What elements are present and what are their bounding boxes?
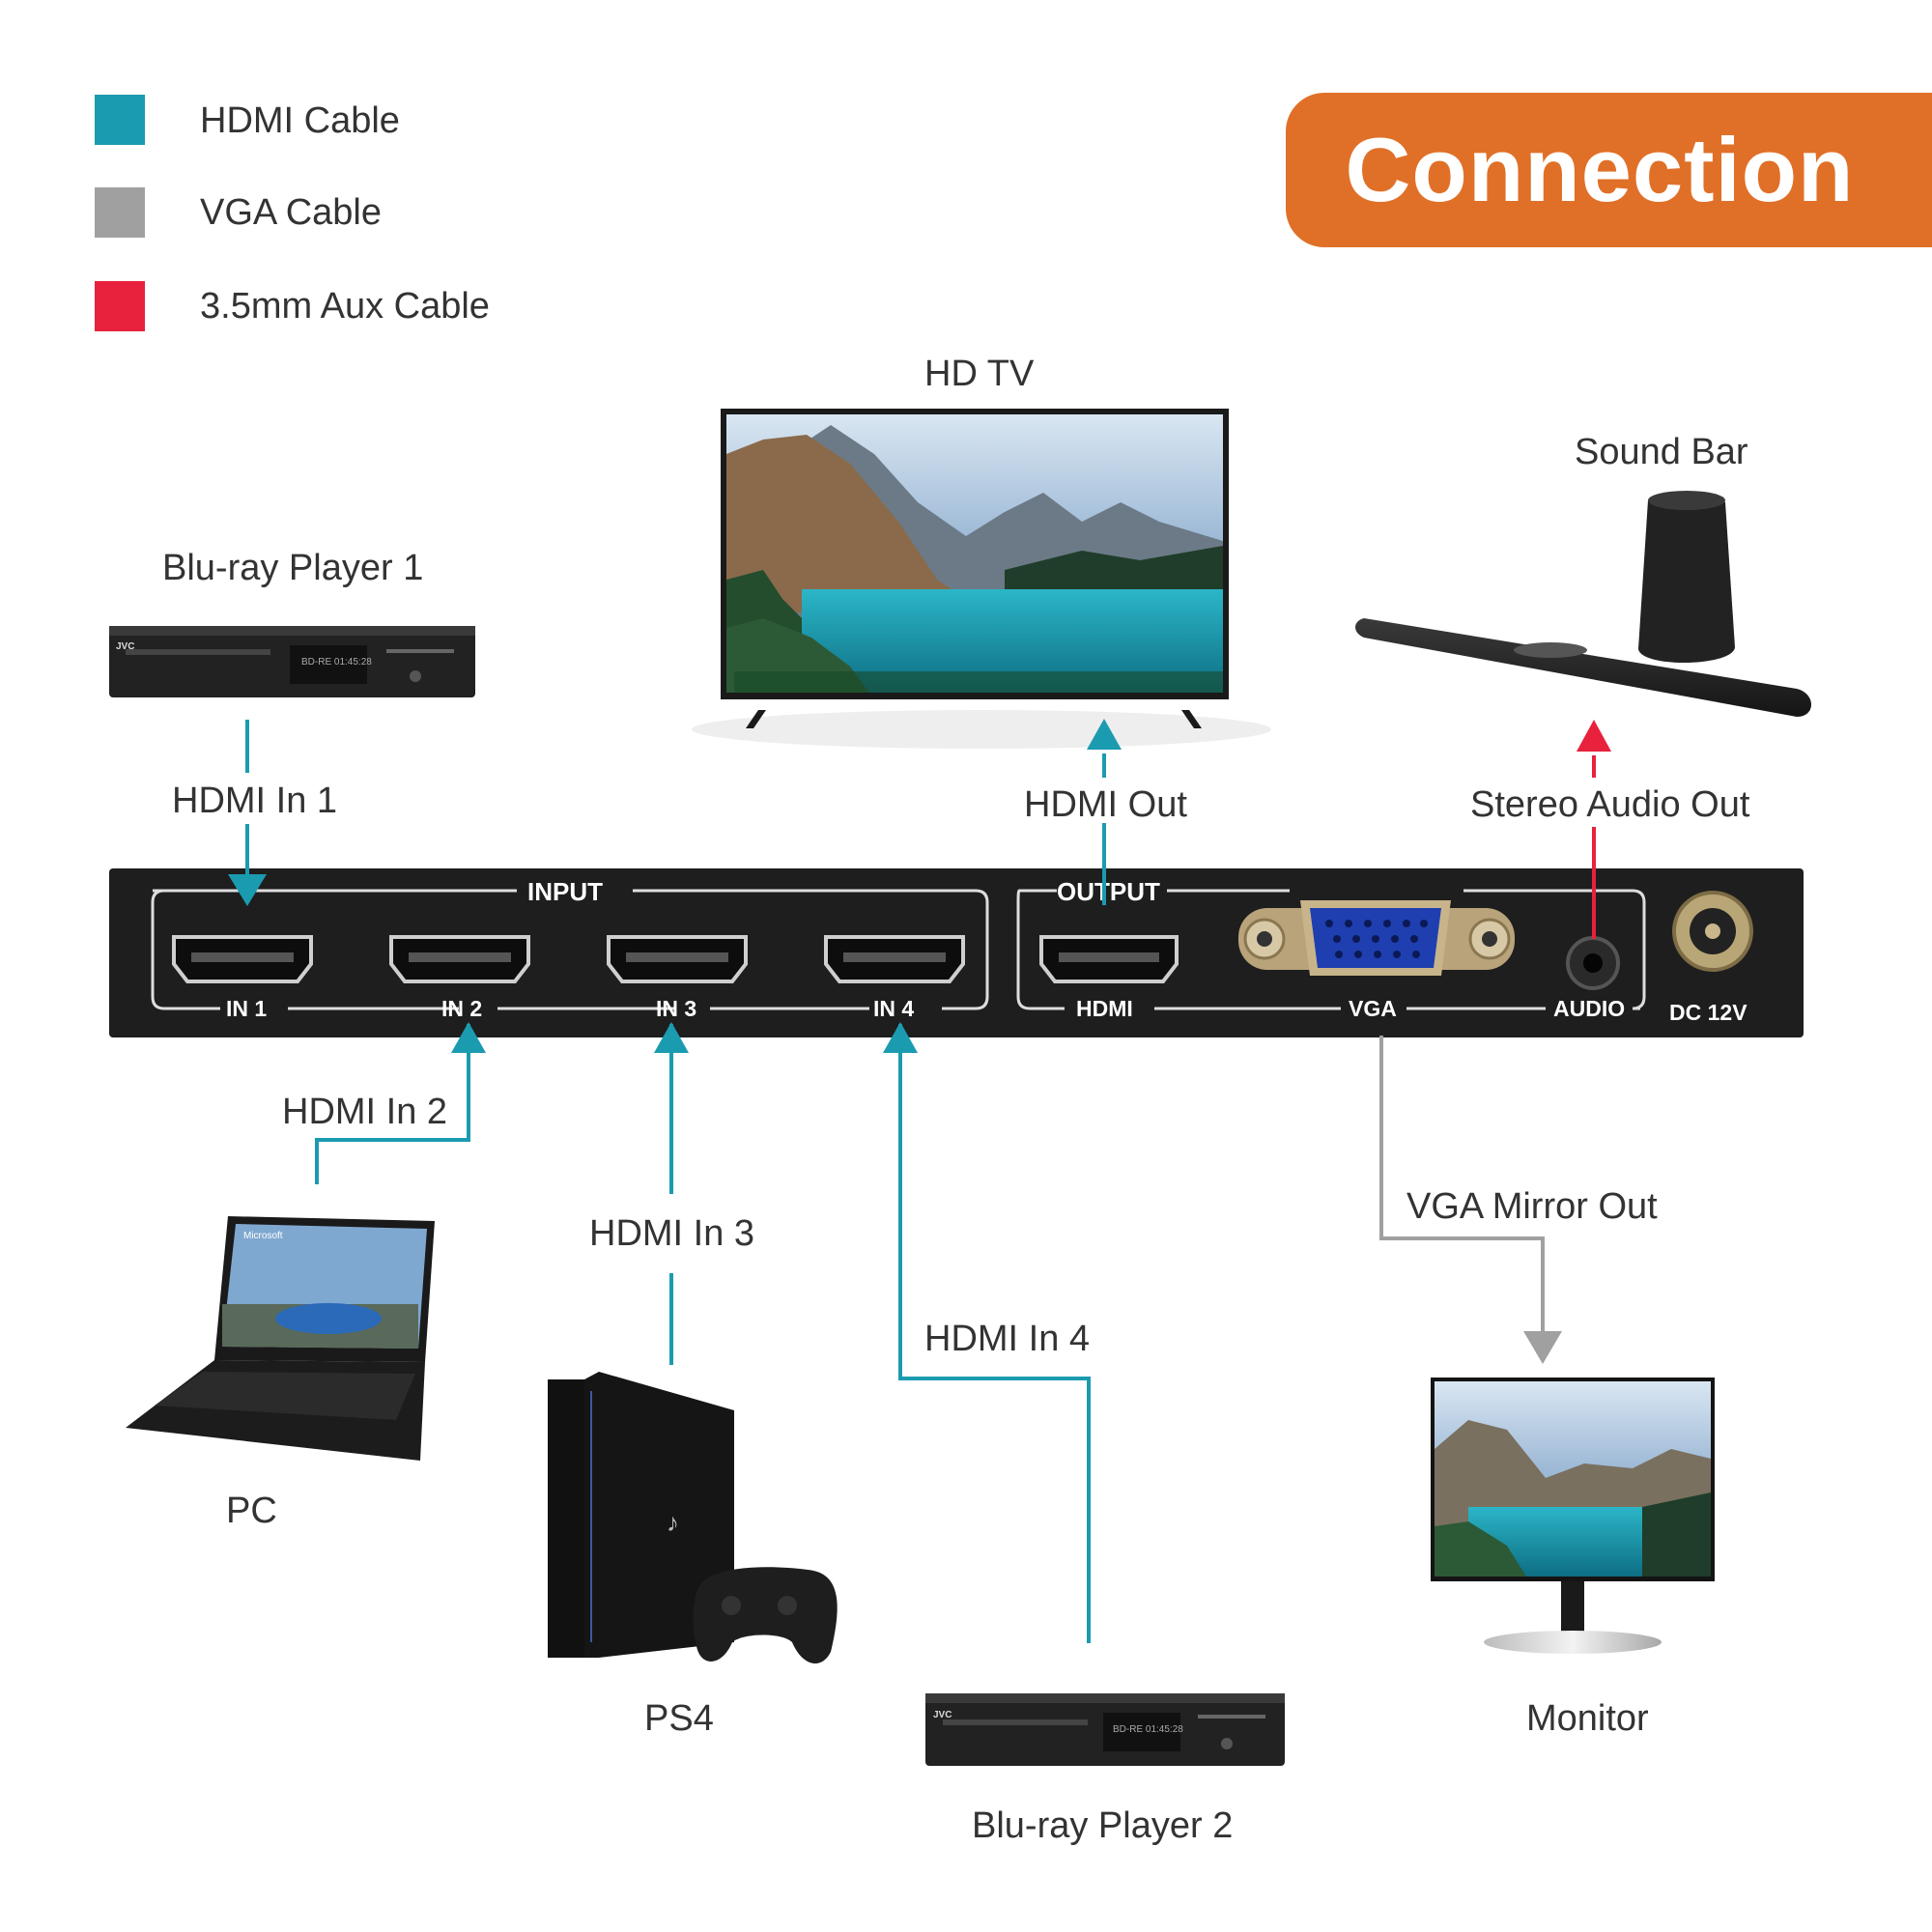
- vga-port: [1238, 900, 1515, 976]
- title-banner: Connection: [1286, 93, 1932, 247]
- bluray1-label: Blu-ray Player 1: [162, 548, 424, 588]
- hdmi-in-4-port: [824, 935, 965, 983]
- svg-text:Microsoft: Microsoft: [243, 1231, 283, 1241]
- pc-image: Microsoft: [126, 1216, 435, 1461]
- stereo-audio-out-label: Stereo Audio Out: [1470, 784, 1750, 825]
- bluray2-display: BD-RE 01:45:28: [1113, 1724, 1183, 1735]
- port-label-hdmi: HDMI: [1076, 996, 1133, 1021]
- bluray1-image: JVC BD-RE 01:45:28: [109, 626, 475, 697]
- input-label: INPUT: [527, 877, 603, 906]
- vga-legend-label: VGA Cable: [200, 192, 382, 233]
- output-label: OUTPUT: [1057, 877, 1160, 906]
- svg-text:JVC: JVC: [933, 1710, 952, 1720]
- page-title: Connection: [1345, 119, 1855, 220]
- hdmi-in-3-port: [607, 935, 748, 983]
- svg-text:JVC: JVC: [116, 641, 134, 652]
- vga-mirror-cable: [1379, 1036, 1545, 1333]
- port-label-in2: IN 2: [441, 996, 482, 1021]
- vga-legend-swatch: [95, 187, 145, 238]
- hdtv-label: HD TV: [924, 354, 1035, 394]
- hdmi-in-1-port: [172, 935, 313, 983]
- aux-legend-label: 3.5mm Aux Cable: [200, 286, 490, 327]
- hdmi-legend-label: HDMI Cable: [200, 100, 400, 141]
- hdmi-out-label: HDMI Out: [1024, 784, 1187, 825]
- ps4-label: PS4: [644, 1698, 714, 1739]
- aux-legend-swatch: [95, 281, 145, 331]
- audio-jack: [1566, 936, 1620, 990]
- hdmi-in-2-cable: [315, 1024, 470, 1184]
- hdmi-in-3-arrow: [654, 1022, 689, 1053]
- dc-power-jack: [1672, 891, 1753, 972]
- hdmi-in-2-label: HDMI In 2: [282, 1092, 448, 1132]
- hdmi-in-4-arrow: [883, 1022, 918, 1053]
- vga-mirror-arrow: [1523, 1331, 1562, 1364]
- port-label-dc: DC 12V: [1669, 1000, 1747, 1025]
- audio-out-arrow: [1577, 720, 1611, 752]
- vga-mirror-out-label: VGA Mirror Out: [1406, 1186, 1658, 1227]
- bluray2-label: Blu-ray Player 2: [972, 1805, 1234, 1846]
- svg-text:♪: ♪: [667, 1508, 679, 1537]
- monitor-image: [1431, 1378, 1715, 1654]
- hdmi-in-4-label: HDMI In 4: [924, 1319, 1091, 1359]
- hdmi-switch: INPUT OUTPUT: [109, 868, 1804, 1037]
- port-label-in3: IN 3: [656, 996, 696, 1021]
- port-label-vga: VGA: [1349, 996, 1397, 1021]
- hdmi-legend-swatch: [95, 95, 145, 145]
- monitor-label: Monitor: [1526, 1698, 1649, 1739]
- hdmi-out-arrow: [1087, 719, 1122, 750]
- hdmi-out-port: [1039, 935, 1179, 983]
- bluray1-display: BD-RE 01:45:28: [301, 657, 372, 668]
- hdmi-in-3-label: HDMI In 3: [589, 1213, 755, 1254]
- soundbar-image: [1355, 491, 1811, 717]
- hdmi-in-2-port: [389, 935, 530, 983]
- hdmi-in-4-cable: [898, 1024, 1091, 1643]
- soundbar-label: Sound Bar: [1575, 432, 1748, 472]
- hdmi-in-1-arrow: [228, 874, 267, 906]
- hdmi-in-2-arrow: [451, 1022, 486, 1053]
- hdmi-in-1-label: HDMI In 1: [172, 781, 338, 821]
- ps4-image: ♪: [548, 1372, 838, 1664]
- hdtv-image: [692, 409, 1271, 749]
- port-label-in4: IN 4: [873, 996, 914, 1021]
- port-label-audio: AUDIO: [1553, 996, 1625, 1021]
- port-label-in1: IN 1: [226, 996, 267, 1021]
- pc-label: PC: [226, 1491, 277, 1531]
- bluray2-image: JVC BD-RE 01:45:28: [925, 1693, 1285, 1766]
